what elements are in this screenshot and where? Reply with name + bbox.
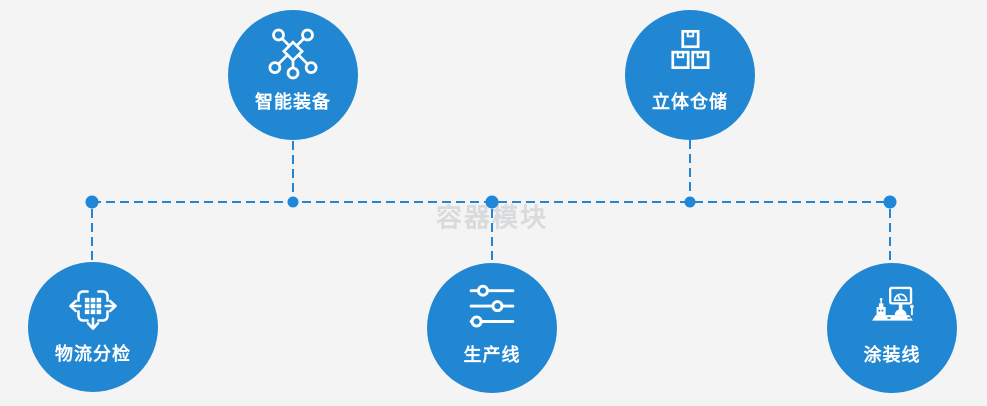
node-stereoscopic-warehouse: 立体仓储	[625, 10, 755, 140]
node-production-line: 生产线	[427, 263, 557, 393]
junction-dot	[684, 196, 696, 208]
junction-dot	[883, 195, 897, 209]
network-nodes-icon	[268, 28, 318, 80]
junction-dot	[485, 195, 499, 209]
node-label: 立体仓储	[652, 92, 728, 112]
junction-dot	[85, 195, 99, 209]
node-label: 生产线	[463, 345, 521, 365]
node-painting-line: 涂装线	[827, 263, 957, 393]
control-console-icon	[872, 286, 914, 321]
stacked-boxes-icon	[671, 29, 710, 69]
node-label: 涂装线	[863, 345, 921, 365]
node-label: 智能装备	[255, 92, 331, 112]
junction-dot	[287, 196, 299, 208]
node-logistics-sorting: 物流分检	[28, 262, 158, 392]
sort-distribute-icon	[69, 290, 117, 330]
node-label: 物流分检	[55, 344, 131, 364]
sliders-icon	[469, 284, 515, 328]
node-smart-equipment: 智能装备	[228, 10, 358, 140]
